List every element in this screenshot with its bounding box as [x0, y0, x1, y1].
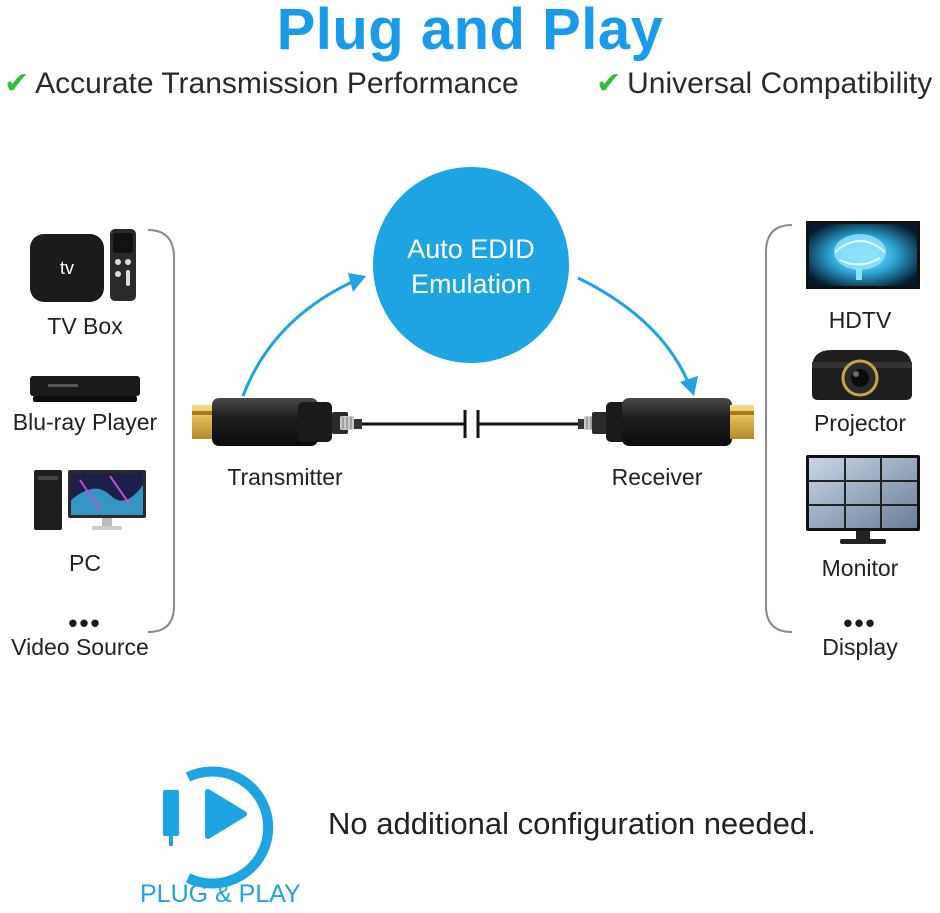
transmitter-dongle [192, 398, 362, 446]
blu-ray-player-icon [30, 376, 140, 402]
source-more-dots: ••• [68, 608, 102, 638]
display-group-label: Display [822, 634, 898, 660]
source-bracket [147, 229, 175, 633]
hdtv-icon [806, 221, 920, 289]
monitor-icon [806, 455, 920, 544]
display-bracket [765, 224, 793, 633]
projector-icon [812, 350, 912, 400]
display-more-dots: ••• [843, 608, 877, 638]
plug-and-play-label: PLUG & PLAY [140, 880, 301, 908]
feature-universal-compatibility: ✔Universal Compatibility [596, 67, 933, 100]
svg-text:tv: tv [60, 258, 74, 278]
auto-edid-label: Auto EDID Emulation [407, 234, 535, 299]
receiver-dongle [578, 398, 754, 446]
plug-and-play-badge [163, 766, 274, 889]
source-label-tv-box: TV Box [47, 313, 123, 339]
arrow-to-edid [241, 273, 366, 397]
pc-icon [34, 470, 146, 530]
tagline: No additional configuration needed. [328, 806, 816, 841]
play-icon [205, 789, 247, 839]
arrow-from-edid [577, 276, 698, 396]
cable [360, 410, 578, 438]
display-label-hdtv: HDTV [828, 307, 892, 333]
source-label-pc: PC [69, 550, 101, 576]
display-label-projector: Projector [813, 410, 907, 436]
display-label-monitor: Monitor [821, 555, 899, 581]
page-title: Plug and Play [276, 0, 664, 62]
feature-accurate-transmission: ✔Accurate Transmission Performance [4, 67, 519, 100]
transmitter-label: Transmitter [227, 464, 343, 490]
tv-box-icon: tv [30, 229, 136, 302]
check-icon: ✔ [596, 67, 622, 100]
source-label-blu-ray: Blu-ray Player [12, 409, 158, 435]
source-group-label: Video Source [11, 634, 149, 660]
auto-edid-circle [373, 167, 569, 363]
receiver-label: Receiver [611, 464, 703, 490]
check-icon: ✔ [4, 67, 30, 100]
